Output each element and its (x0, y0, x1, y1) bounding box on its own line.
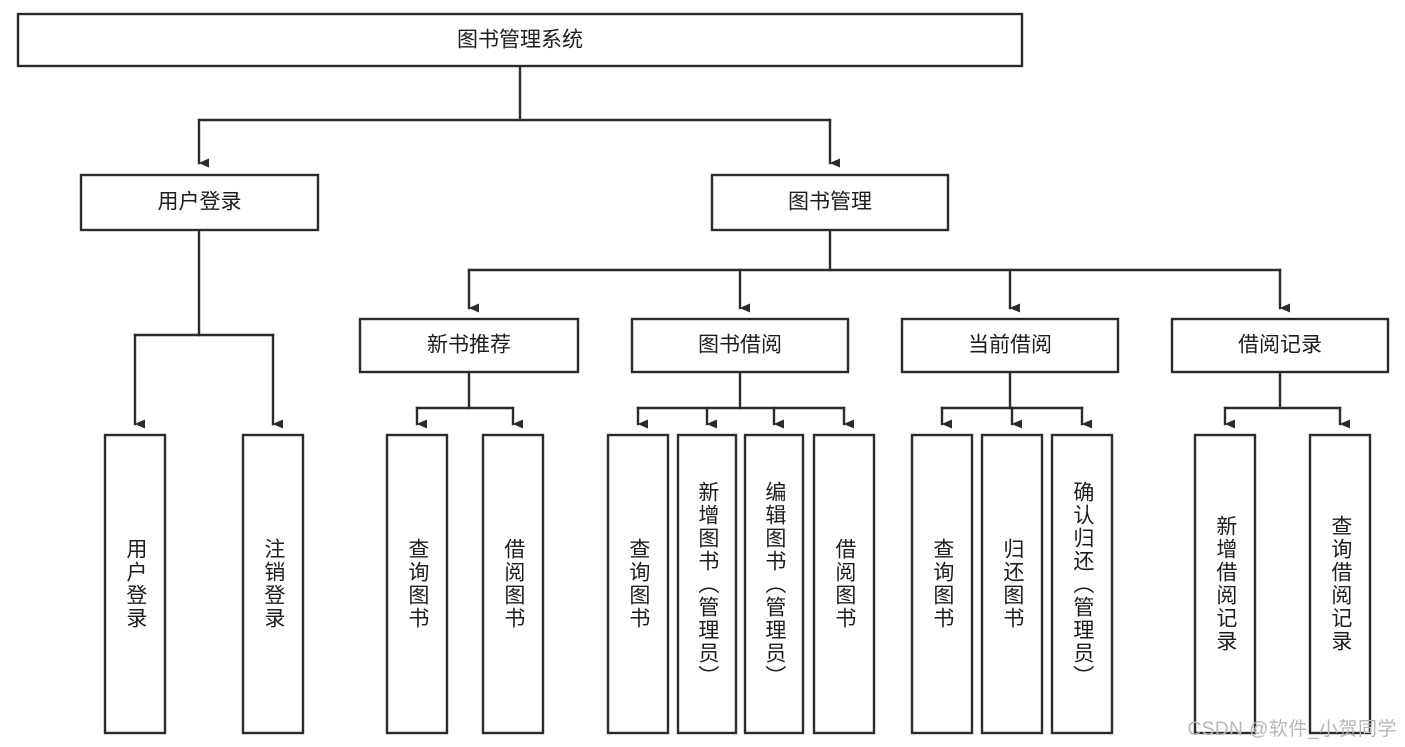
watermark: CSDN @软件_小贺同学 (1187, 719, 1397, 740)
node-book-manage-label: 图书管理 (788, 191, 872, 214)
leaf-user-logout-box[interactable] (241, 433, 305, 735)
node-book-borrow-label: 图书借阅 (698, 334, 782, 357)
node-new-book-rec-box[interactable] (358, 317, 580, 374)
node-user-login-box[interactable] (79, 173, 320, 232)
leaf-cb-query-book-box[interactable] (910, 433, 974, 735)
node-current-borrow[interactable]: 当前借阅 (900, 317, 1120, 374)
leaf-bb-borrow-book-box[interactable] (812, 433, 876, 735)
node-book-manage[interactable]: 图书管理 (710, 173, 950, 232)
connectors (133, 64, 1351, 429)
leaf-rec-query-book-box[interactable] (385, 433, 449, 735)
leaf-bb-edit-book-box[interactable] (743, 433, 805, 735)
node-current-borrow-label: 当前借阅 (968, 334, 1052, 357)
node-user-login[interactable]: 用户登录 (79, 173, 320, 232)
leaf-br-query-record-box[interactable] (1308, 433, 1372, 735)
leaf-bb-query-book-box[interactable] (606, 433, 670, 735)
leaf-user-login-box[interactable] (103, 433, 167, 735)
node-borrow-records[interactable]: 借阅记录 (1170, 317, 1390, 374)
node-new-book-rec[interactable]: 新书推荐 (358, 317, 580, 374)
leaf-boxes[interactable] (103, 433, 1372, 735)
node-current-borrow-box[interactable] (900, 317, 1120, 374)
leaf-cb-return-book-box[interactable] (980, 433, 1044, 735)
node-root-box[interactable] (16, 12, 1024, 68)
leaf-rec-borrow-book-box[interactable] (481, 433, 545, 735)
node-borrow-records-label: 借阅记录 (1238, 334, 1322, 357)
node-root[interactable]: 图书管理系统 (16, 12, 1024, 68)
node-book-borrow[interactable]: 图书借阅 (630, 317, 850, 374)
node-borrow-records-box[interactable] (1170, 317, 1390, 374)
node-book-borrow-box[interactable] (630, 317, 850, 374)
node-root-label: 图书管理系统 (457, 29, 583, 52)
node-book-manage-box[interactable] (710, 173, 950, 232)
node-new-book-rec-label: 新书推荐 (427, 334, 511, 357)
leaf-bb-add-book-box[interactable] (676, 433, 738, 735)
node-user-login-label: 用户登录 (158, 191, 242, 214)
leaf-cb-confirm-return-box[interactable] (1050, 433, 1114, 735)
leaf-br-add-record-box[interactable] (1193, 433, 1257, 735)
